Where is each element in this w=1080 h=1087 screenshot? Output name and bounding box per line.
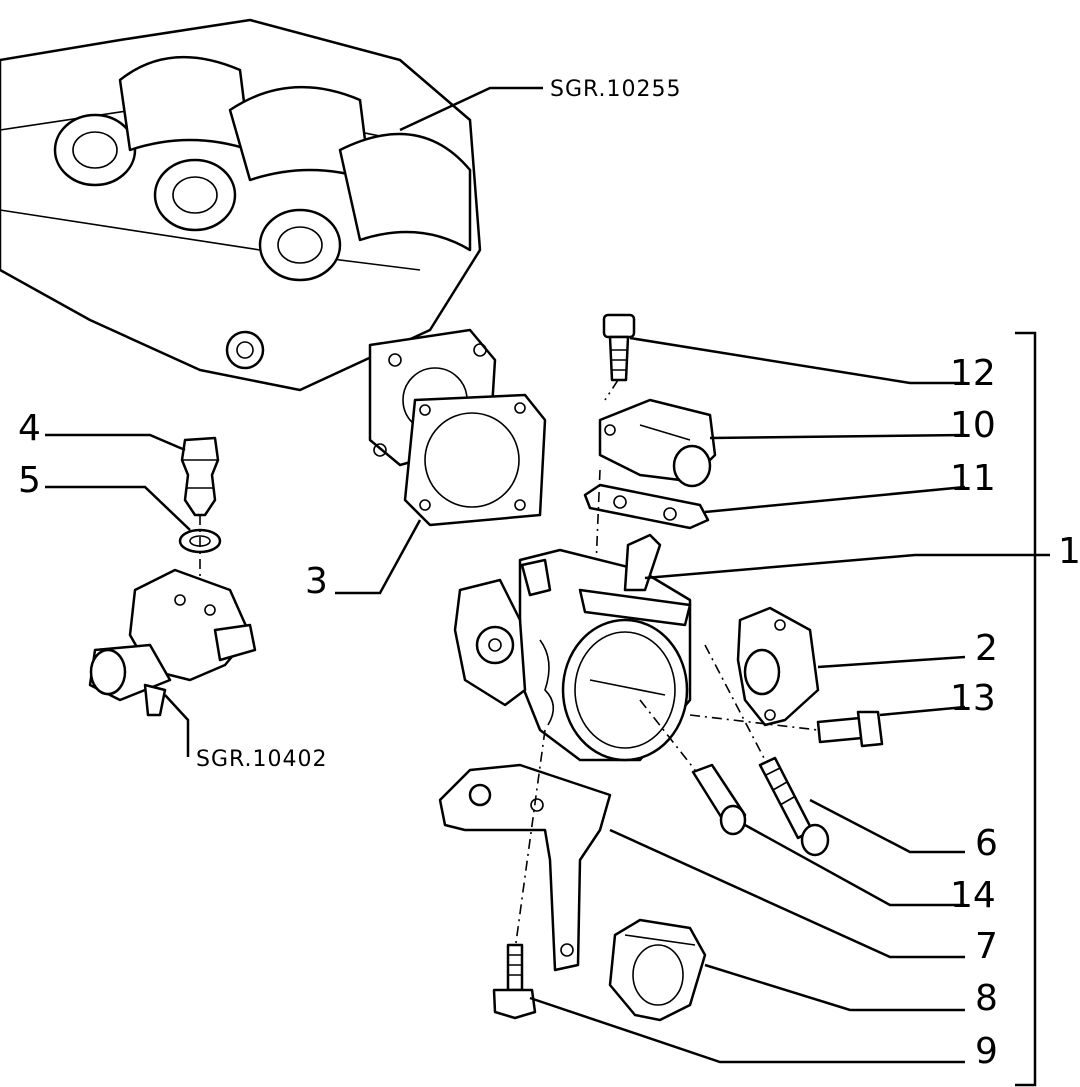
callout-6: 6 — [975, 823, 998, 864]
callout-labels: 1 2 3 4 5 6 7 8 9 10 11 12 13 14 — [18, 353, 1080, 1072]
screw-part-13 — [816, 710, 884, 748]
callout-2: 2 — [975, 628, 998, 669]
callout-8: 8 — [975, 978, 998, 1019]
screw-part-12 — [602, 313, 636, 382]
thermostat-housing — [88, 568, 257, 717]
throttle-body-part-1 — [453, 533, 692, 762]
bracket-part-7 — [438, 763, 612, 972]
sensor-part-2 — [736, 606, 820, 727]
callout-14: 14 — [950, 875, 996, 916]
callout-3: 3 — [305, 561, 328, 602]
sensor-part-4 — [180, 436, 220, 517]
callout-12: 12 — [950, 353, 996, 394]
callout-10: 10 — [950, 405, 996, 446]
screw-part-9 — [492, 943, 537, 1020]
leader-lines — [45, 86, 1050, 1064]
manifold-reference: SGR.10255 — [550, 77, 682, 102]
gasket-part-11 — [583, 483, 710, 530]
bolt-part-6 — [758, 756, 830, 857]
clamp-part-8 — [608, 918, 707, 1022]
callout-13: 13 — [950, 678, 996, 719]
thermostat-reference: SGR.10402 — [196, 747, 328, 772]
callout-5: 5 — [18, 460, 41, 501]
fitting-part-14 — [691, 763, 747, 836]
gasket-part-3 — [403, 393, 547, 527]
group-bracket — [1015, 331, 1037, 1087]
intake-manifold — [0, 18, 497, 467]
callout-9: 9 — [975, 1031, 998, 1072]
callout-7: 7 — [975, 926, 998, 967]
callout-1: 1 — [1058, 531, 1080, 572]
actuator-part-10 — [598, 398, 717, 488]
callout-11: 11 — [950, 458, 996, 499]
callout-4: 4 — [18, 408, 41, 449]
